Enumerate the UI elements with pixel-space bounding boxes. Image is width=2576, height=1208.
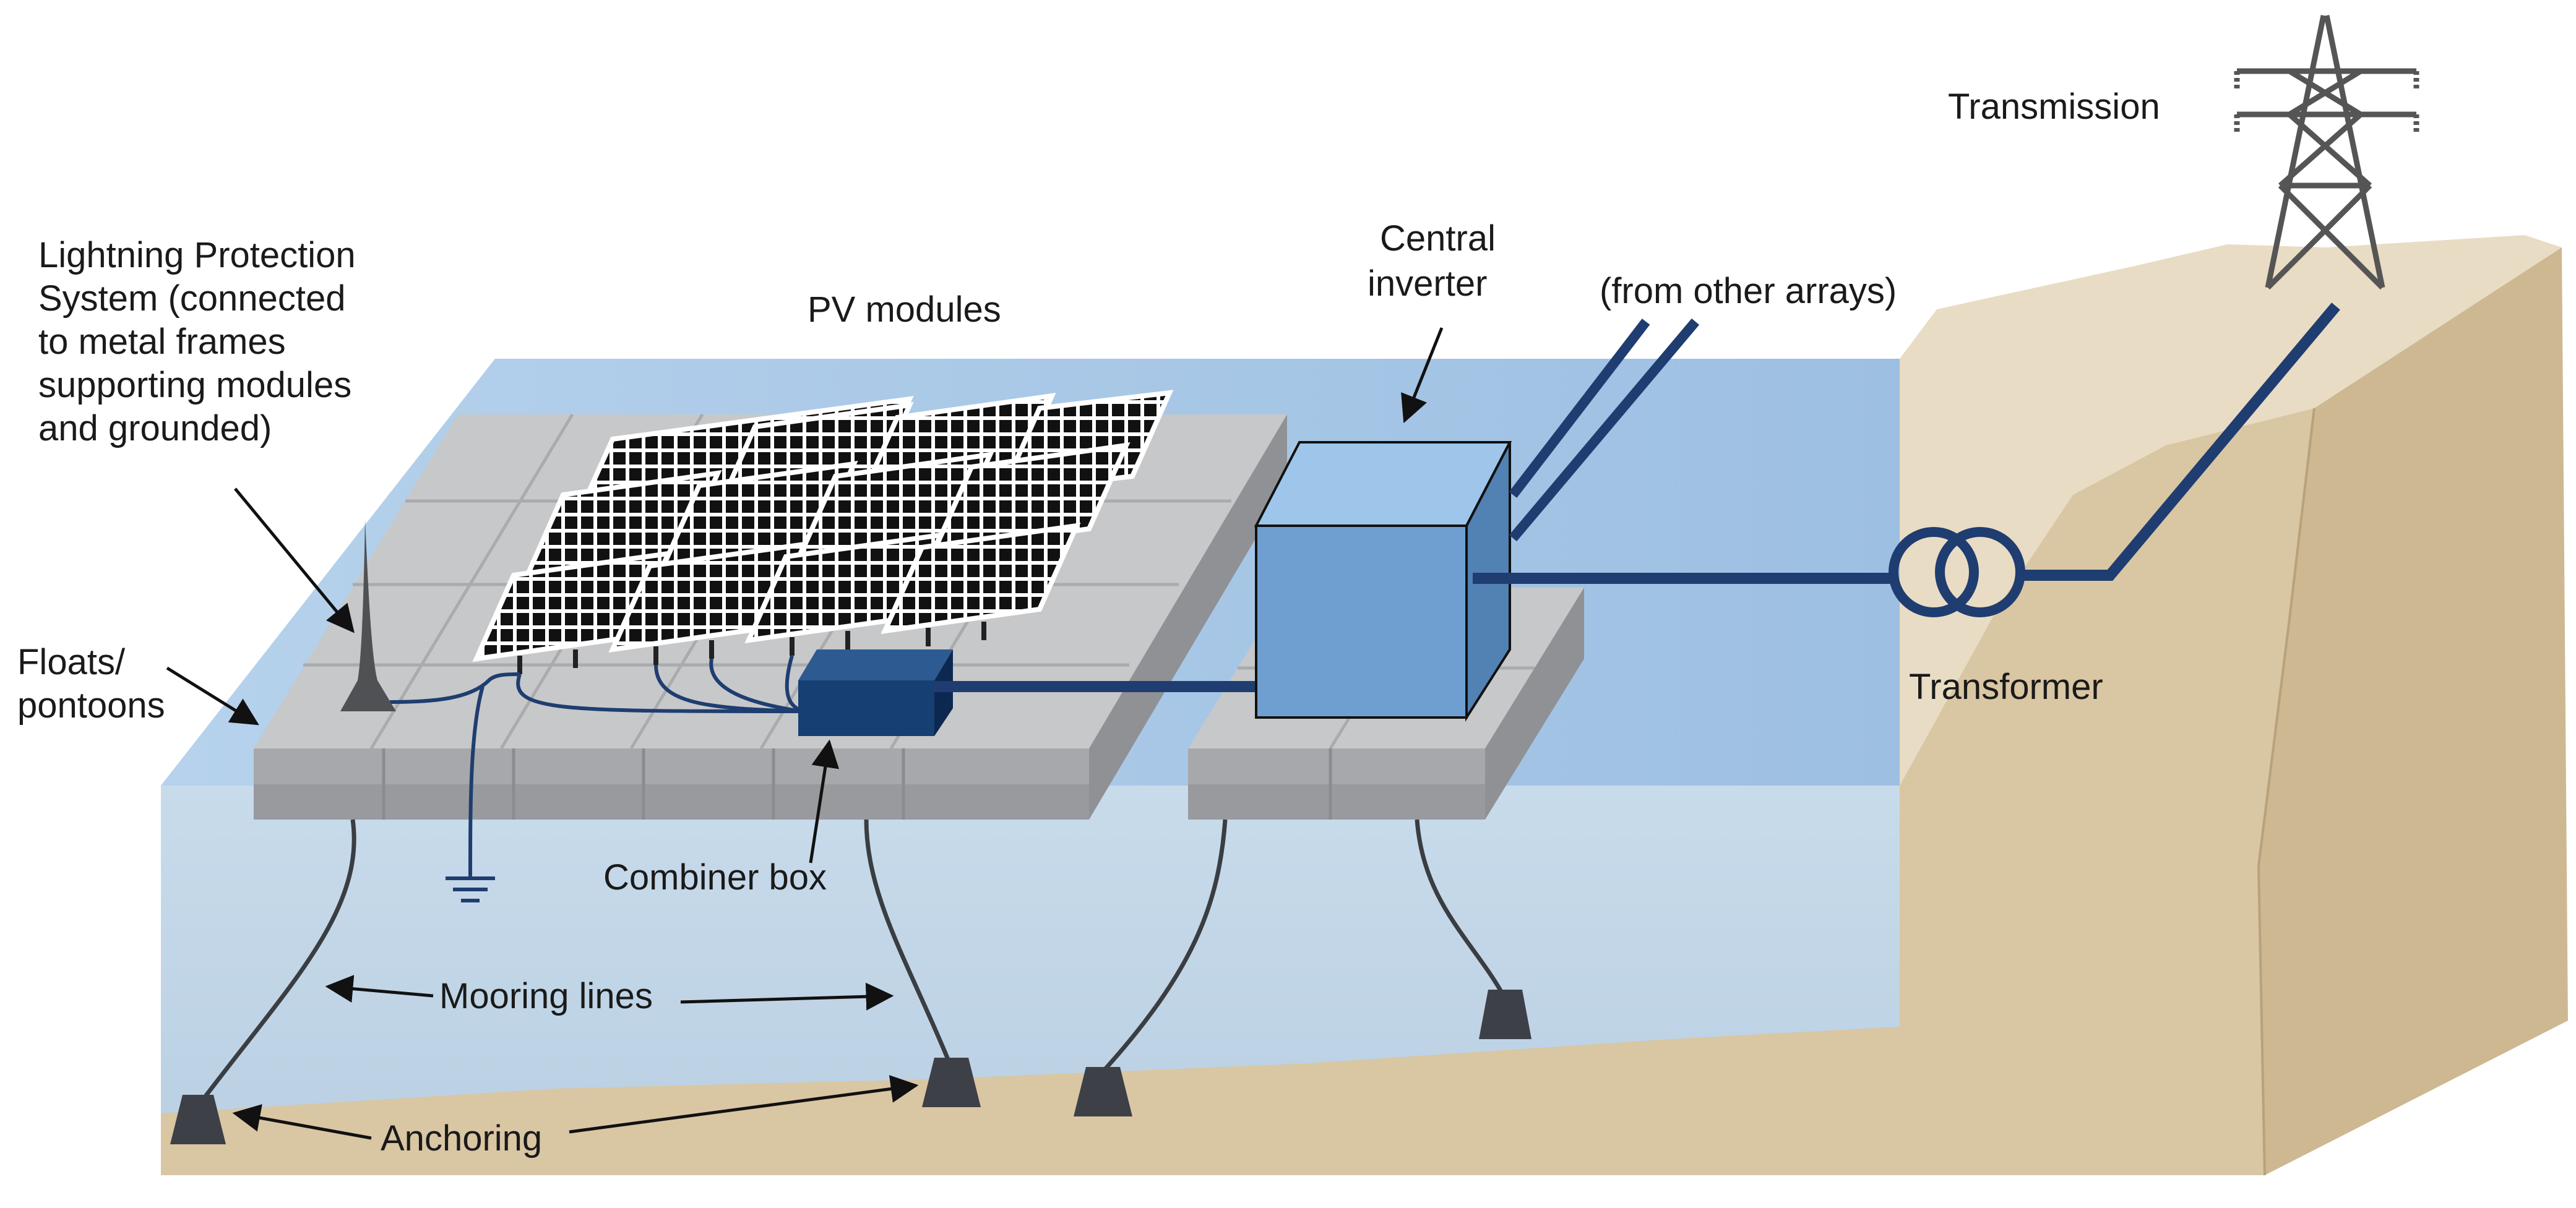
label-other-arrays: (from other arrays) [1600, 271, 1897, 311]
pv-module [881, 523, 1081, 634]
label-anchoring: Anchoring [381, 1118, 542, 1159]
label-lightning: Lightning Protection System (connected t… [38, 235, 366, 448]
anchor-icon [1479, 990, 1531, 1039]
pointer-arrows [166, 327, 1444, 1140]
arrow-inverter [1401, 327, 1444, 424]
arrow-mooring-left [325, 975, 434, 1003]
label-floats: Floats/ pontoons [17, 642, 165, 726]
label-central-inverter: Central inverter [1368, 218, 1506, 304]
inverter-top [1256, 442, 1510, 526]
anchor-icon [1074, 1067, 1132, 1116]
central-inverter [1254, 441, 1512, 722]
label-transmission: Transmission [1948, 87, 2160, 127]
anchor-icon [170, 1095, 226, 1144]
pv-module-array [472, 390, 1174, 674]
anchors [170, 990, 1531, 1144]
anchor-icon [922, 1058, 981, 1107]
cables-from-other-arrays [1509, 318, 1700, 542]
arrow-anchoring-right [569, 1075, 919, 1134]
transmission-tower-icon [2234, 15, 2419, 290]
mooring-lines [202, 819, 1506, 1100]
lightning-rod [340, 520, 396, 711]
land-side [2259, 247, 2568, 1175]
arrow-floats [166, 666, 259, 726]
inverter-front [1256, 526, 1467, 718]
land-front [161, 408, 2314, 1175]
label-combiner-box: Combiner box [603, 857, 827, 897]
arrow-anchoring-left [232, 1104, 372, 1140]
arrow-lightning [234, 487, 355, 633]
arrow-combiner [809, 739, 840, 863]
combiner-box [798, 649, 953, 736]
label-mooring-lines: Mooring lines [439, 976, 653, 1016]
land-top [1900, 235, 2562, 786]
transmission-line [2020, 302, 2340, 581]
shore-land [161, 235, 2568, 1176]
labels: Lightning Protection System (connected t… [17, 87, 2160, 1159]
label-pv-modules: PV modules [808, 289, 1001, 330]
label-transformer: Transformer [1909, 667, 2103, 707]
ground-icon [446, 876, 495, 902]
arrow-mooring-right [680, 982, 894, 1011]
